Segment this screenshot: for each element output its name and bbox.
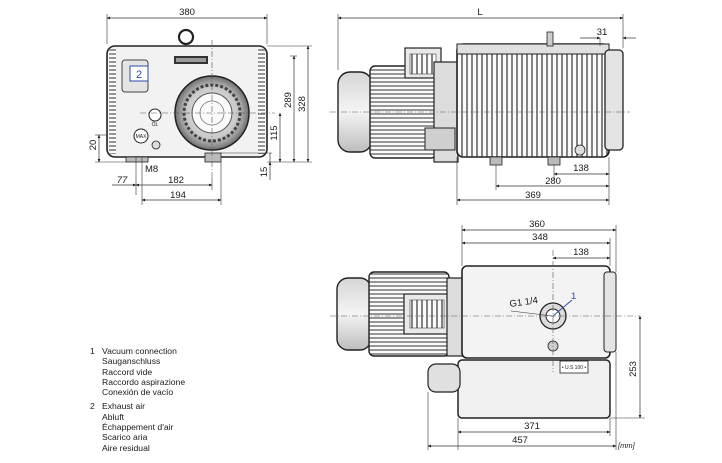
legend-number: 2	[90, 401, 95, 412]
svg-text:360: 360	[529, 219, 545, 230]
oil-sight-top	[148, 108, 162, 122]
pump-housing	[456, 43, 610, 158]
svg-text:369: 369	[525, 190, 541, 201]
svg-text:253: 253	[628, 361, 639, 377]
legend-line: Raccordo aspirazione	[102, 376, 186, 387]
dim-194: 194	[141, 162, 222, 205]
legend-line: Sauganschluss	[102, 356, 161, 367]
units-label: [mm]	[618, 441, 635, 450]
dim-289: 289	[283, 55, 297, 163]
legend-number: 1	[90, 346, 95, 356]
svg-text:348: 348	[532, 232, 548, 243]
front-foot-left	[125, 156, 149, 163]
svg-text:20: 20	[88, 140, 99, 151]
svg-text:289: 289	[283, 92, 294, 108]
svg-text:138: 138	[573, 247, 589, 258]
top-pump-housing	[461, 265, 611, 359]
legend-item-1: 1 Vacuum connection Sauganschluss Raccord…	[90, 346, 185, 397]
svg-text:182: 182	[168, 175, 184, 186]
dim-348: 348	[461, 232, 611, 266]
legend-line: Abluft	[102, 411, 124, 422]
side-view: L 31 138 280 369	[330, 7, 636, 205]
legend-line: Raccord vide	[102, 366, 153, 377]
oil-gauge	[133, 128, 149, 144]
top-motor-fan-cover	[336, 277, 372, 351]
end-cover	[604, 49, 624, 151]
svg-text:371: 371	[524, 421, 540, 432]
dim-138-top: 138	[552, 247, 611, 260]
oil-drain	[151, 140, 161, 150]
dim-369: 369	[456, 157, 610, 205]
legend-line: Scarico aria	[102, 432, 148, 443]
svg-text:115: 115	[269, 125, 280, 140]
side-foot-right	[547, 156, 561, 166]
dim-360: 360	[461, 219, 617, 272]
svg-text:31: 31	[597, 27, 608, 38]
svg-text:138: 138	[573, 163, 589, 174]
dim-l: L	[337, 7, 624, 70]
lifting-eye	[177, 28, 195, 46]
svg-text:328: 328	[297, 96, 308, 112]
dim-115: 115	[269, 112, 282, 163]
callout-2-box	[129, 65, 149, 82]
callout-1: 1	[571, 291, 576, 302]
svg-text:194: 194	[170, 190, 186, 201]
svg-text:77: 77	[117, 175, 128, 186]
type-plate	[559, 360, 589, 374]
svg-text:380: 380	[179, 7, 195, 18]
dim-457: 457	[427, 352, 617, 450]
legend-item-2: 2 Exhaust air Abluft Échappement d'air Sc…	[90, 401, 185, 452]
side-foot-left	[489, 156, 503, 166]
plate-label: • U.S 100 •	[562, 365, 587, 371]
front-view: 2 ÖL MAX 380 328	[88, 7, 312, 205]
dim-280: 280	[495, 165, 610, 190]
badge-ol: ÖL	[152, 121, 159, 128]
badge-oil-max: MAX	[136, 134, 148, 140]
svg-text:L: L	[477, 7, 482, 18]
dim-15: 15	[221, 152, 272, 180]
callout-2: 2	[136, 69, 142, 81]
top-view: • U.S 100 • 1 G1 1/4 360 348 138	[330, 219, 645, 450]
thread-m8: M8	[145, 164, 158, 175]
svg-text:280: 280	[545, 176, 561, 187]
legend-line: Échappement d'air	[102, 422, 174, 433]
legend-line: Exhaust air	[102, 401, 145, 412]
thread-g1-14: G1 1/4	[509, 295, 539, 310]
legend-line: Vacuum connection	[102, 346, 177, 356]
dim-371: 371	[457, 418, 611, 450]
dim-182: 182	[135, 175, 213, 190]
dim-77: 77	[112, 175, 137, 187]
dim-328: 328	[267, 45, 312, 163]
svg-text:15: 15	[259, 167, 270, 178]
dim-31: 31	[580, 27, 636, 46]
legend: 1 Vacuum connection Sauganschluss Raccord…	[90, 346, 185, 457]
front-foot-right	[204, 152, 222, 163]
legend-line: Conexión de vacío	[102, 387, 174, 398]
legend-line: Aire residual	[102, 442, 150, 453]
dim-380: 380	[106, 7, 268, 44]
svg-text:457: 457	[512, 435, 528, 446]
dim-138-side: 138	[553, 157, 610, 205]
dim-20: 20	[88, 134, 126, 163]
